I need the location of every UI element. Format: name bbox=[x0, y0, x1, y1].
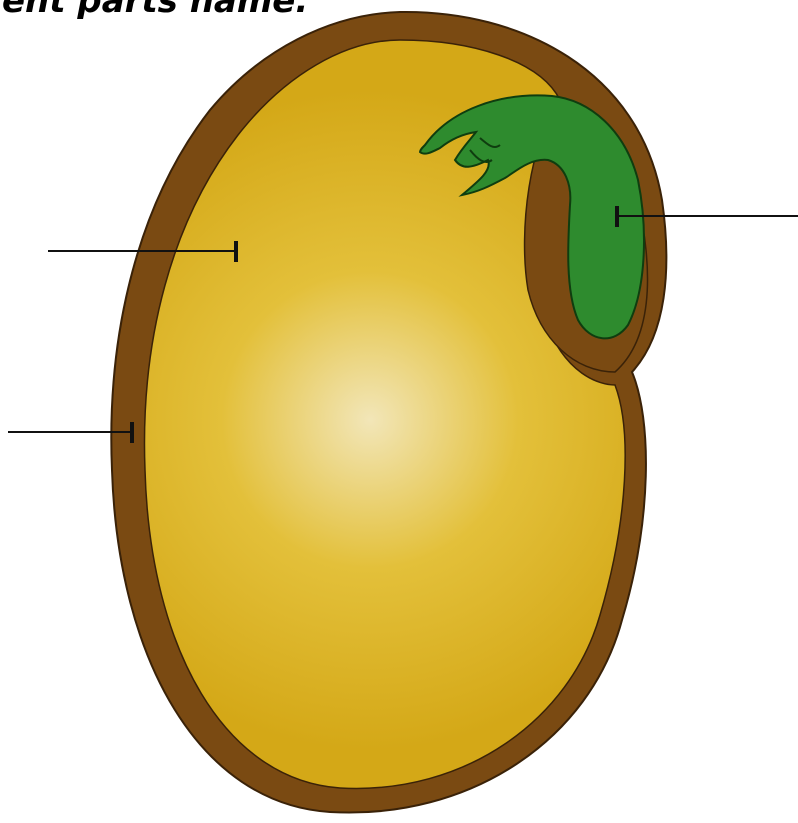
seed-diagram bbox=[0, 0, 798, 823]
